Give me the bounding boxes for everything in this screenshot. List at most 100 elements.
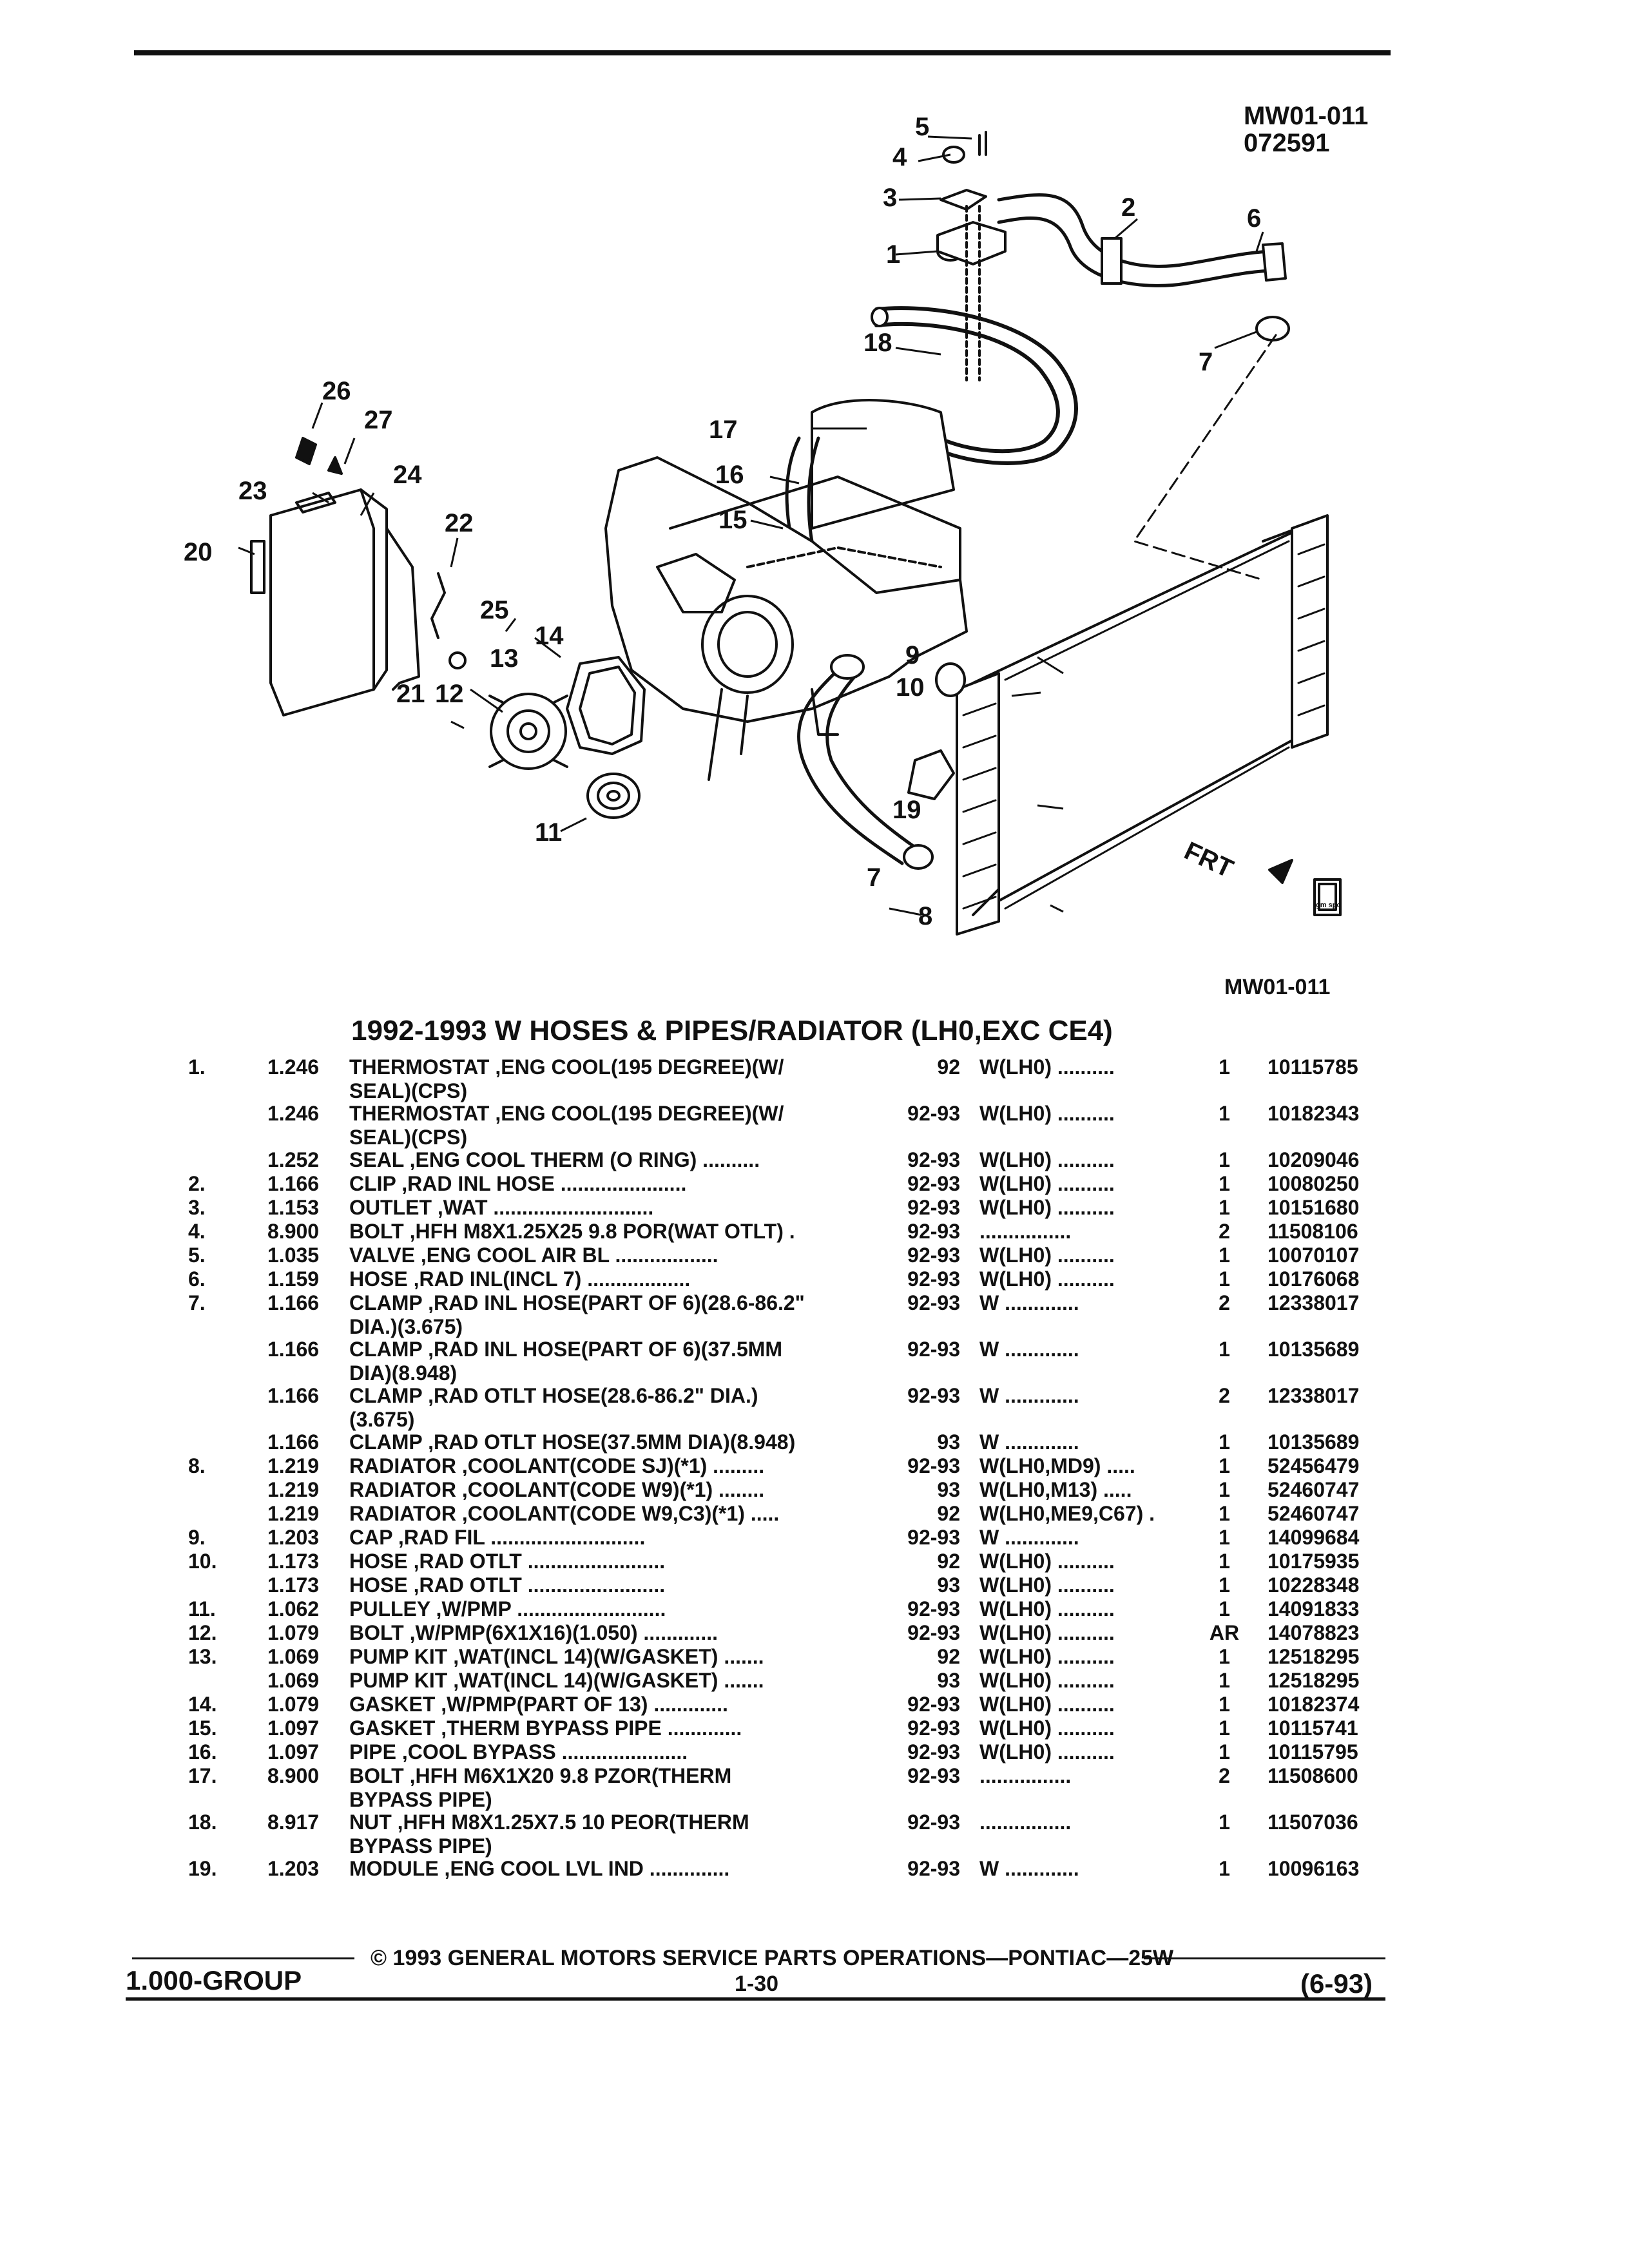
group-number: 1.035 [267, 1244, 320, 1267]
part-description-continued: SEAL)(CPS) [349, 1079, 468, 1102]
model-years: 92-93 [907, 1338, 960, 1361]
callout-2: 2 [1121, 193, 1135, 222]
part-description: THERMOSTAT ,ENG COOL(195 DEGREE)(W/ [349, 1055, 784, 1079]
part-number: 10175935 [1268, 1550, 1360, 1573]
group-number: 1.246 [267, 1102, 320, 1125]
ref-number: 14. [188, 1693, 217, 1716]
model-years: 93 [937, 1478, 960, 1501]
section-title: 1992-1993 W HOSES & PIPES/RADIATOR (LH0,… [351, 1015, 1113, 1046]
part-number: 10176068 [1268, 1267, 1360, 1291]
callout-13: 13 [490, 644, 519, 673]
part-description: RADIATOR ,COOLANT(CODE SJ)(*1) ......... [349, 1454, 765, 1477]
group-number: 1.069 [267, 1669, 320, 1692]
callout-26: 26 [322, 377, 351, 405]
footer-rule-right [1144, 1957, 1385, 1959]
usage-codes: W(LH0) .......... [979, 1102, 1115, 1125]
ref-number: 5. [188, 1244, 206, 1267]
model-years: 92-93 [907, 1716, 960, 1740]
outlet-hose-drawing [797, 654, 966, 870]
usage-codes: W(LH0,MD9) ..... [979, 1454, 1135, 1477]
model-years: 92-93 [907, 1220, 960, 1243]
callout-15: 15 [718, 506, 747, 534]
callout-12: 12 [435, 680, 464, 708]
illustration-date: 072591 [1244, 129, 1330, 157]
callout-24: 24 [393, 461, 422, 489]
callout-21: 21 [396, 680, 425, 708]
quantity: 2 [1219, 1291, 1230, 1314]
usage-codes: W(LH0) .......... [979, 1244, 1115, 1267]
ref-number: 2. [188, 1172, 206, 1195]
quantity: 2 [1219, 1384, 1230, 1407]
quantity: 1 [1219, 1811, 1230, 1834]
usage-codes: W ............. [979, 1291, 1079, 1314]
usage-codes: W(LH0) .......... [979, 1055, 1115, 1079]
group-number: 1.219 [267, 1478, 320, 1501]
usage-codes: W(LH0) .......... [979, 1550, 1115, 1573]
usage-codes: W(LH0) .......... [979, 1645, 1115, 1668]
page-number: 1-30 [735, 1972, 779, 1996]
illustration-code-bottom: MW01-011 [1224, 975, 1331, 999]
ref-number: 12. [188, 1621, 217, 1644]
part-description: NUT ,HFH M8X1.25X7.5 10 PEOR(THERM [349, 1811, 749, 1834]
part-description: PIPE ,COOL BYPASS ...................... [349, 1740, 688, 1763]
model-years: 92-93 [907, 1693, 960, 1716]
usage-codes: W(LH0) .......... [979, 1172, 1115, 1195]
model-years: 93 [937, 1573, 960, 1597]
part-number: 11508106 [1268, 1220, 1358, 1243]
usage-codes: W ............. [979, 1857, 1079, 1880]
quantity: 1 [1219, 1645, 1230, 1668]
inlet-hose-drawing [997, 193, 1290, 581]
front-label: FRT [1180, 836, 1237, 883]
model-years: 92-93 [907, 1621, 960, 1644]
quantity: 1 [1219, 1172, 1230, 1195]
part-number: 10135689 [1268, 1430, 1360, 1454]
quantity: 1 [1219, 1573, 1230, 1597]
table-row-continuation: DIA)(8.948) [0, 1361, 1629, 1385]
callout-20: 20 [184, 538, 213, 566]
usage-codes: W(LH0) .......... [979, 1597, 1115, 1620]
part-number: 10151680 [1268, 1196, 1360, 1219]
callout-6: 6 [1247, 204, 1261, 233]
ref-number: 19. [188, 1857, 217, 1880]
part-number: 10182343 [1268, 1102, 1360, 1125]
group-number: 1.159 [267, 1267, 320, 1291]
part-number: 10209046 [1268, 1148, 1360, 1171]
bottom-rule [126, 1997, 1385, 2001]
part-number: 10115795 [1268, 1740, 1358, 1763]
group-number: 1.079 [267, 1693, 320, 1716]
part-description: CLIP ,RAD INL HOSE .....................… [349, 1172, 687, 1195]
callout-1: 1 [886, 240, 900, 269]
usage-codes: W(LH0,M13) ..... [979, 1478, 1132, 1501]
ref-number: 3. [188, 1196, 206, 1219]
group-number: 1.219 [267, 1502, 320, 1525]
group-number: 1.203 [267, 1857, 320, 1880]
part-description-continued: (3.675) [349, 1408, 415, 1431]
usage-codes: W(LH0) .......... [979, 1148, 1115, 1171]
callout-16: 16 [715, 461, 744, 489]
part-number: 10115741 [1268, 1716, 1358, 1740]
model-years: 92 [937, 1550, 960, 1573]
quantity: 1 [1219, 1338, 1230, 1361]
group-number: 1.062 [267, 1597, 320, 1620]
group-number: 1.097 [267, 1740, 320, 1763]
group-number: 1.173 [267, 1550, 320, 1573]
water-pump-drawing [488, 693, 568, 770]
model-years: 92-93 [907, 1291, 960, 1314]
callout-7-lower: 7 [867, 863, 881, 892]
model-years: 93 [937, 1430, 960, 1454]
part-description: BOLT ,HFH M8X1.25X25 9.8 POR(WAT OTLT) . [349, 1220, 795, 1243]
model-years: 92 [937, 1055, 960, 1079]
group-number: 8.917 [267, 1811, 320, 1834]
engine-block-drawing [604, 456, 968, 781]
